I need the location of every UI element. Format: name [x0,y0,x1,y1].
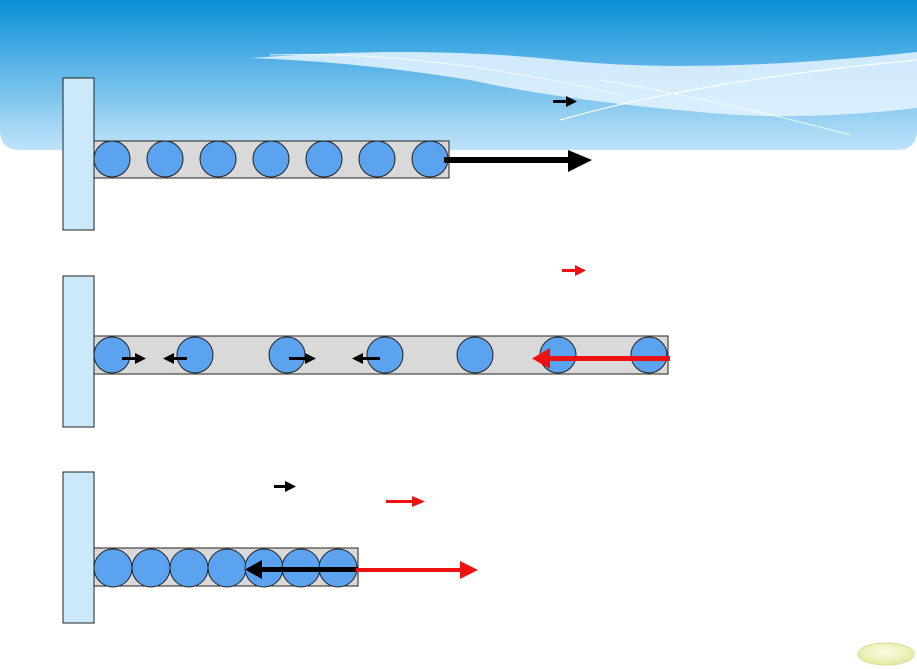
ball [93,336,131,374]
panel-spread-chain [62,265,670,428]
ball [207,548,247,588]
header-wave-line [559,59,917,121]
panel-packed-chain [62,471,478,624]
force-arrow-black-right [444,150,592,172]
ball [169,548,209,588]
ball [456,336,494,374]
header-banner [0,0,917,150]
ball [366,336,404,374]
ball [176,336,214,374]
header-wave [250,51,917,117]
ball [93,140,131,178]
force-arrow-red-right [356,561,478,579]
force-arrow-black-left [245,560,358,579]
legend-arrow-red-right [562,265,586,276]
force-arrow-red-left [532,348,670,369]
force-arrow-black-left [163,353,187,364]
legend-arrow-red-right [386,496,425,507]
ball [252,140,290,178]
panel-compressed-chain [62,77,592,231]
oval-button-icon[interactable] [857,642,915,666]
force-arrow-black-left [352,353,380,364]
force-arrow-black-right [289,353,316,364]
legend-arrow-black-right [553,96,577,107]
ball [411,140,449,178]
ball [358,140,396,178]
ball [630,336,668,374]
ball [268,336,306,374]
ball [131,548,171,588]
force-arrow-black-right [122,353,146,364]
ball [93,548,133,588]
legend-arrow-black-right [274,481,296,492]
ball [199,140,237,178]
ball [305,140,343,178]
ball [146,140,184,178]
